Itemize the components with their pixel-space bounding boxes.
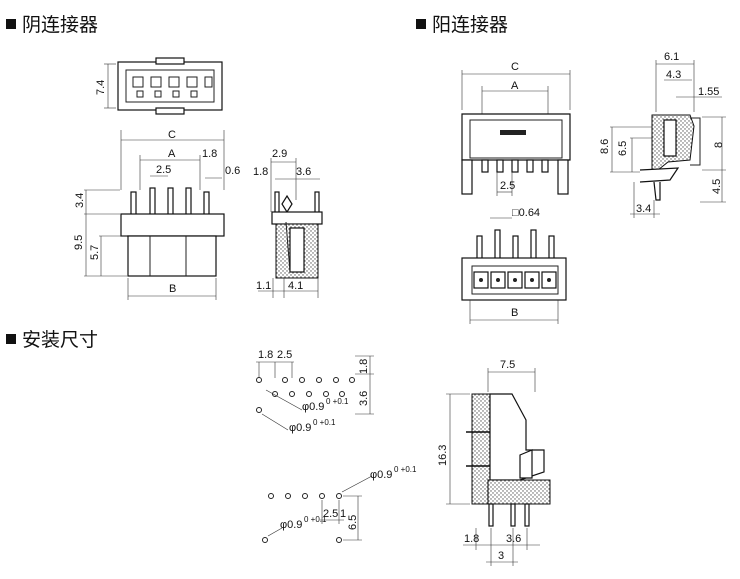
dim-ms-65: 6.5 bbox=[617, 141, 629, 156]
dim-m-B: B bbox=[511, 307, 518, 319]
dim-f-B: B bbox=[169, 283, 176, 295]
female-top-view: 7.4 bbox=[95, 57, 223, 115]
dim-f-A: A bbox=[168, 148, 176, 160]
bullet-square-icon bbox=[6, 333, 16, 344]
mounting-bottom-pattern: φ0.9 0 +0.1 φ0.9 0 +0.1 2.5 1 6.5 bbox=[262, 465, 417, 543]
dim-ms-61: 6.1 bbox=[664, 51, 679, 63]
dim-f-25: 2.5 bbox=[156, 164, 171, 176]
dim-mb-65: 6.5 bbox=[347, 515, 359, 530]
dim-ms-45: 4.5 bbox=[711, 179, 723, 194]
bullet-square-icon bbox=[416, 18, 426, 29]
male-side-view: 6.1 4.3 1.55 8.6 6.5 8 4.5 3.4 bbox=[599, 51, 726, 218]
section-title-male: 阳连接器 bbox=[432, 14, 509, 36]
dim-ss-75: 7.5 bbox=[500, 359, 515, 371]
dim-m-A: A bbox=[511, 80, 519, 92]
dim-mb-1: 1 bbox=[340, 508, 346, 520]
dim-ms-43: 4.3 bbox=[666, 69, 681, 81]
dim-mt-hole1-tol: 0 +0.1 bbox=[326, 397, 349, 406]
dim-ms-34: 3.4 bbox=[636, 203, 651, 215]
dim-mt-25: 2.5 bbox=[277, 349, 292, 361]
dim-f-95: 9.5 bbox=[73, 235, 85, 250]
dim-fs-11: 1.1 bbox=[256, 280, 271, 292]
dim-mt-18: 1.8 bbox=[258, 349, 273, 361]
dim-fs-36: 3.6 bbox=[296, 166, 311, 178]
dim-mt-hole2-tol: 0 +0.1 bbox=[313, 418, 336, 427]
dim-mb-hole2-tol: 0 +0.1 bbox=[304, 515, 327, 524]
bullet-square-icon bbox=[6, 18, 16, 29]
dim-mb-hole1: φ0.9 bbox=[370, 469, 392, 481]
dim-ss-163: 16.3 bbox=[437, 445, 449, 466]
section-title-mounting: 安装尺寸 bbox=[22, 329, 99, 351]
dim-m-C: C bbox=[511, 61, 519, 73]
male-front-view: C A 2.5 bbox=[461, 61, 571, 196]
female-front-view: C A 1.8 2.5 0.6 3.4 9.5 5.7 bbox=[73, 129, 240, 300]
dim-fs-18: 1.8 bbox=[253, 166, 268, 178]
dim-f-06: 0.6 bbox=[225, 165, 240, 177]
dim-mb-hole1-tol: 0 +0.1 bbox=[394, 465, 417, 474]
dim-m-25: 2.5 bbox=[500, 180, 515, 192]
female-side-view: 2.9 1.8 3.6 1.1 4.1 bbox=[253, 148, 323, 298]
dim-ss-36: 3.6 bbox=[506, 533, 521, 545]
dim-ms-86: 8.6 bbox=[599, 139, 611, 154]
dim-mt-hole2: φ0.9 bbox=[289, 422, 311, 434]
dim-fs-29: 2.9 bbox=[272, 148, 287, 160]
dim-mt-18v: 1.8 bbox=[358, 359, 370, 374]
dim-mb-hole2: φ0.9 bbox=[280, 519, 302, 531]
dim-mt-hole1: φ0.9 bbox=[302, 401, 324, 413]
section-mounting: 安装尺寸 bbox=[6, 325, 98, 352]
male-face-view: □0.64 B bbox=[461, 207, 567, 324]
dim-ms-8: 8 bbox=[713, 142, 725, 148]
dim-mb-25: 2.5 bbox=[323, 508, 338, 520]
section-female-connector: 阴连接器 bbox=[6, 10, 98, 37]
dim-f-57: 5.7 bbox=[89, 245, 101, 260]
dim-f-18: 1.8 bbox=[202, 148, 217, 160]
dim-ms-155: 1.55 bbox=[698, 86, 719, 98]
dim-mt-36: 3.6 bbox=[358, 391, 370, 406]
dim-ss-3: 3 bbox=[498, 550, 504, 562]
dim-f-C: C bbox=[168, 129, 176, 141]
mounting-top-pattern: 1.8 2.5 1.8 3.6 φ0.9 0 +0.1 φ0.9 0 +0.1 bbox=[256, 349, 374, 434]
dim-m-064: □0.64 bbox=[512, 207, 540, 219]
dim-ss-18: 1.8 bbox=[464, 533, 479, 545]
dim-fs-41: 4.1 bbox=[288, 280, 303, 292]
dim-f-34: 3.4 bbox=[74, 193, 86, 208]
mounting-side-section: 7.5 16.3 1.8 3.6 3 bbox=[437, 359, 551, 566]
section-title-female: 阴连接器 bbox=[22, 14, 99, 36]
section-male-connector: 阳连接器 bbox=[416, 10, 508, 37]
dim-f-height: 7.4 bbox=[95, 80, 107, 95]
